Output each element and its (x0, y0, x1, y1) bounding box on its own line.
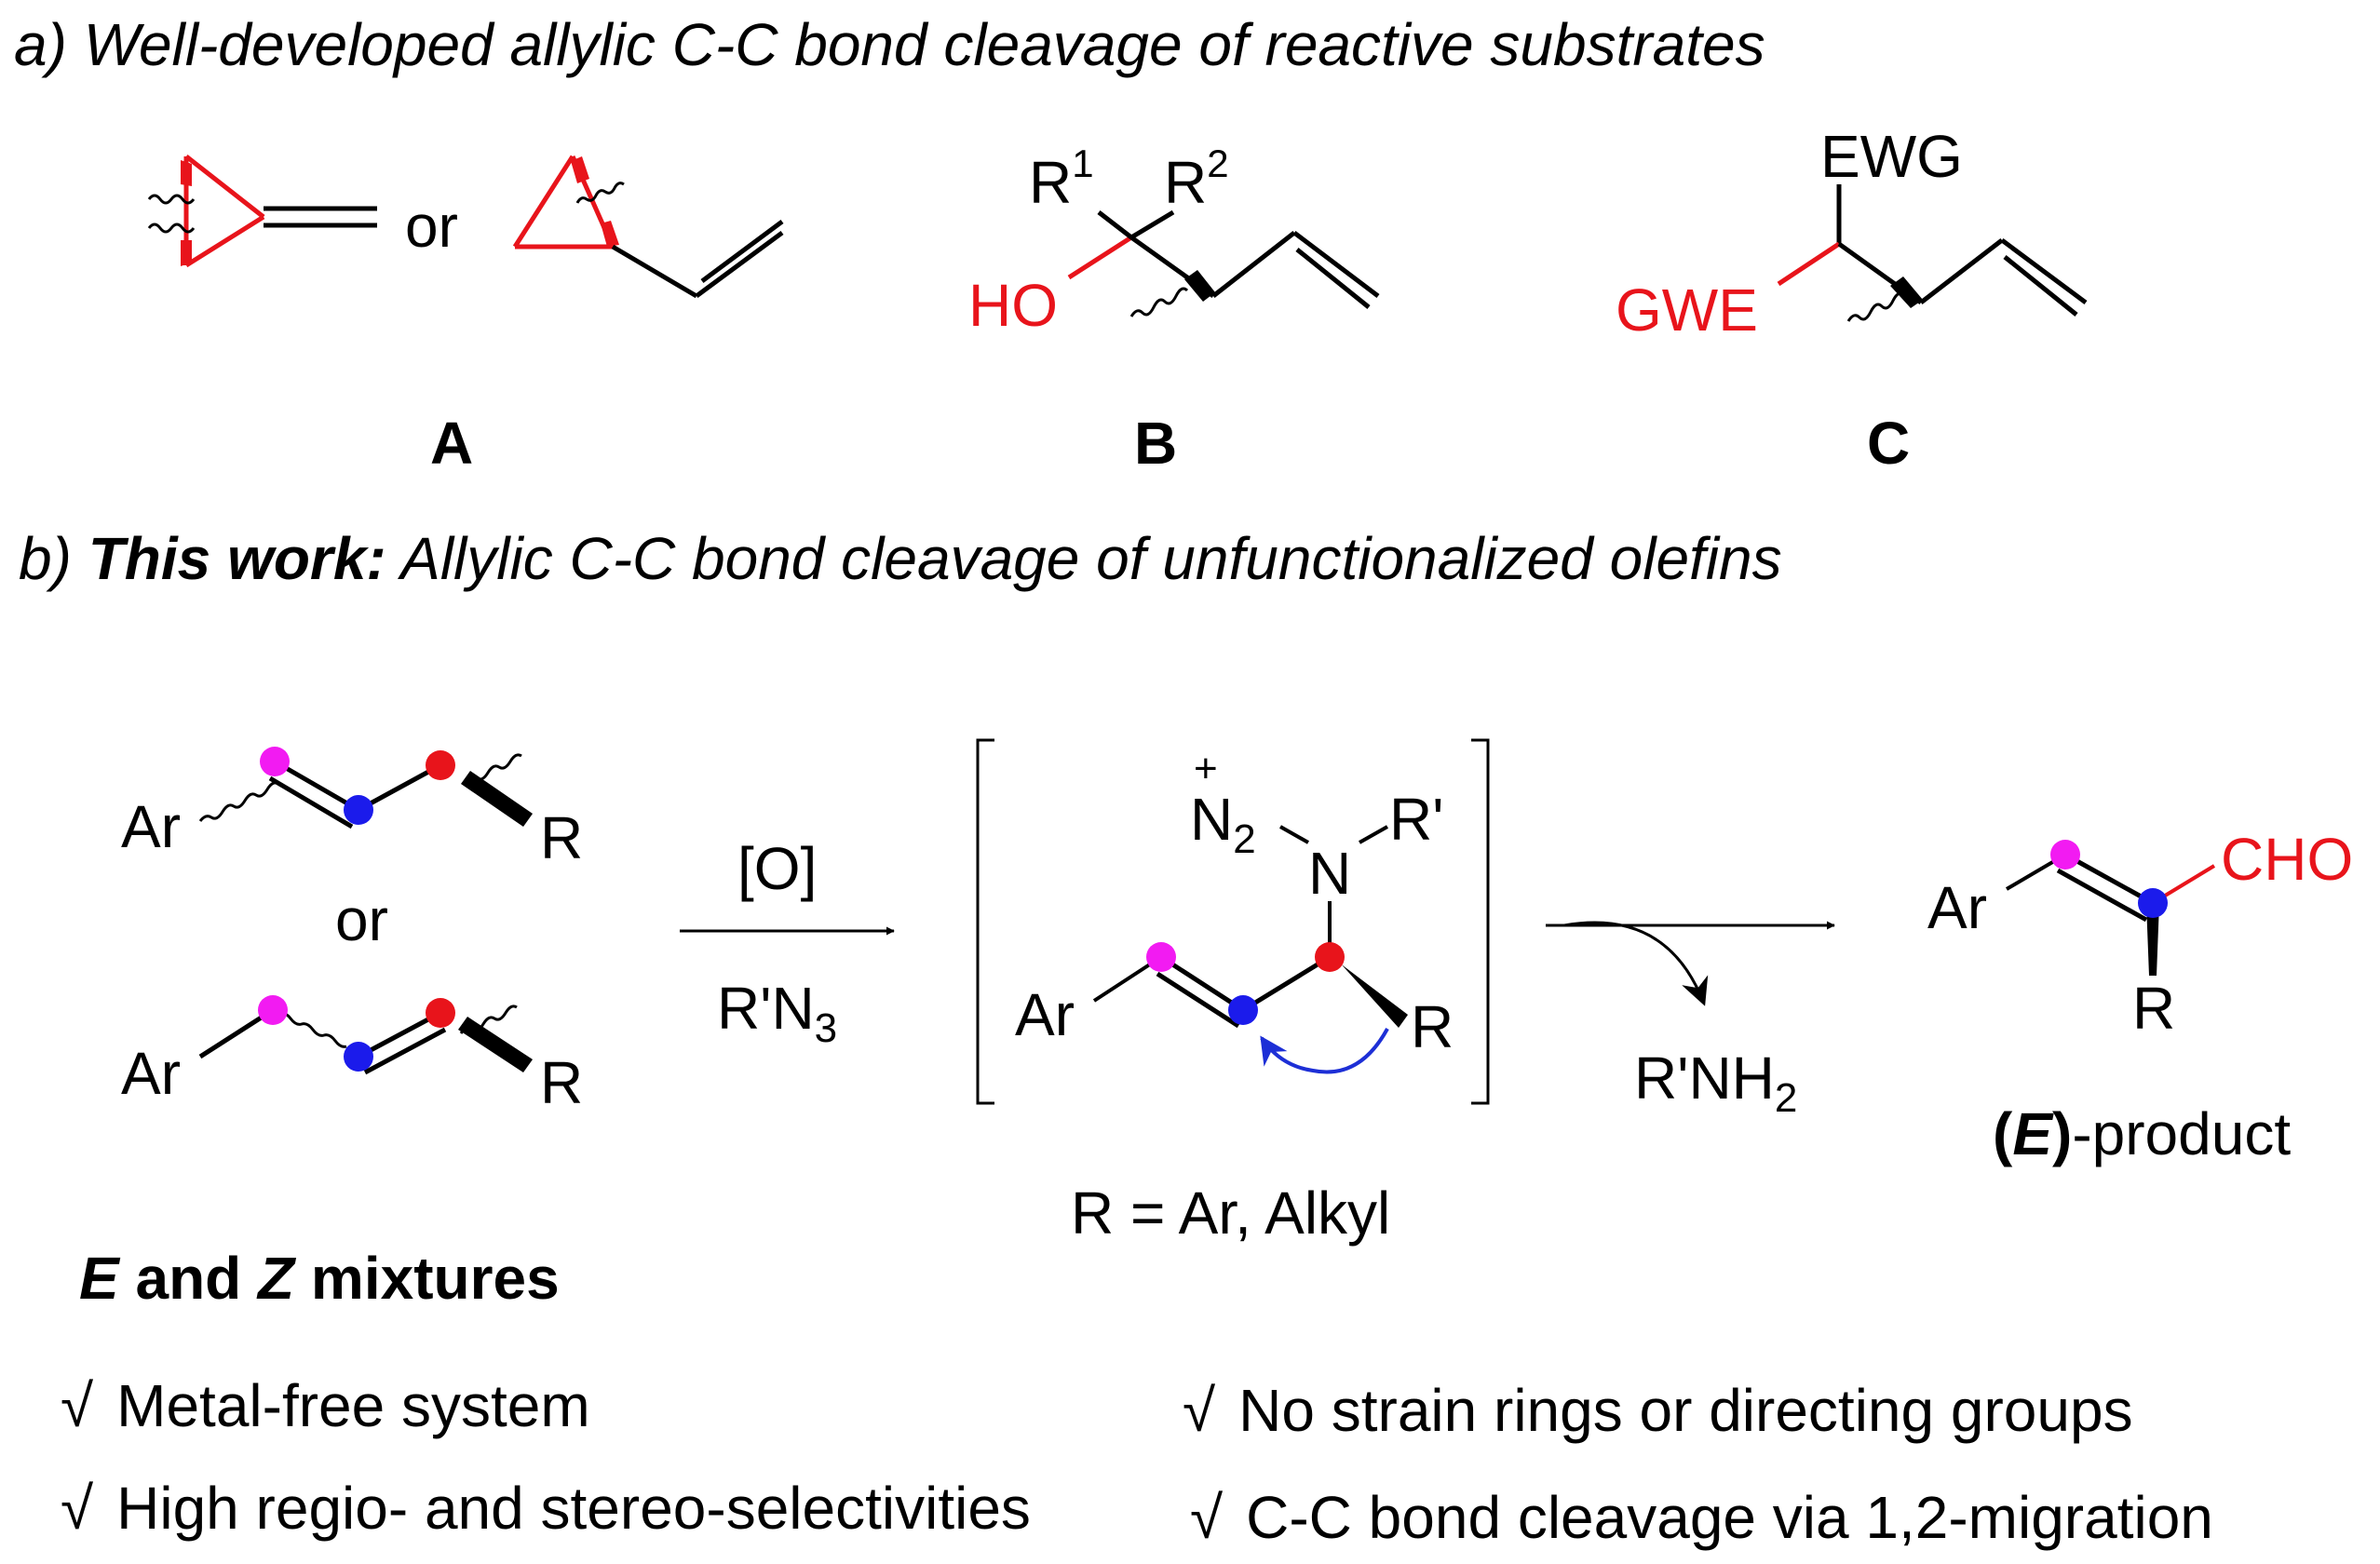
svg-text:R: R (540, 804, 583, 871)
svg-text:+: + (1194, 746, 1218, 791)
section-b-heading: b) This work: Allylic C-C bond cleavage … (19, 525, 1782, 592)
structure-b-homoallylic-alcohol: R1 R2 HO (968, 142, 1380, 339)
mixtures-heading: E and Z mixtures (79, 1245, 560, 1312)
svg-text:R'NH2: R'NH2 (1634, 1045, 1797, 1121)
check-icon: √ (61, 1372, 94, 1439)
svg-text:Ar: Ar (121, 793, 181, 860)
starting-olefin-top: Ar R (121, 747, 583, 871)
starting-olefin-bottom: Ar R (121, 995, 583, 1116)
svg-text:Ar: Ar (121, 1040, 181, 1107)
svg-text:HO: HO (968, 272, 1058, 339)
structure-a-vinylcyclopropane (512, 155, 784, 299)
check-icon: √ (1190, 1484, 1224, 1551)
label-b: B (1134, 410, 1177, 477)
section-a-heading: a) Well-developed allylic C-C bond cleav… (14, 11, 1765, 78)
svg-text:R': R' (1389, 786, 1443, 853)
svg-text:Ar: Ar (1927, 874, 1987, 941)
feature-item: √No strain rings or directing groups (1183, 1377, 2133, 1444)
reaction-arrow-2: R'NH2 (1546, 921, 1835, 1121)
svg-text:R1: R1 (1029, 142, 1094, 216)
label-a: A (430, 410, 473, 477)
or-text-b: or (335, 886, 388, 953)
check-icon: √ (61, 1475, 94, 1542)
structure-c-malonate: EWG GWE (1616, 123, 2088, 344)
product-enal: Ar CHO R (1927, 826, 2353, 1042)
r-definition: R = Ar, Alkyl (1071, 1180, 1390, 1247)
feature-list: √Metal-free system √High regio- and ster… (61, 1372, 2213, 1551)
svg-text:Ar: Ar (1015, 981, 1075, 1048)
svg-text:R2: R2 (1164, 142, 1229, 216)
svg-text:N2: N2 (1190, 786, 1256, 862)
svg-text:R: R (2132, 975, 2175, 1042)
svg-text:GWE: GWE (1616, 276, 1758, 344)
svg-text:R: R (1411, 993, 1454, 1060)
product-label: (E)-product (1993, 1100, 2291, 1167)
svg-text:R'N3: R'N3 (717, 975, 837, 1051)
feature-item: √C-C bond cleavage via 1,2-migration (1190, 1484, 2213, 1551)
reaction-arrow-1: [O] R'N3 (680, 835, 895, 1051)
label-c: C (1867, 410, 1910, 477)
or-text-a: or (405, 193, 458, 260)
migration-curved-arrow (1260, 1028, 1389, 1074)
svg-text:EWG: EWG (1820, 123, 1963, 190)
svg-text:[O]: [O] (737, 835, 817, 902)
feature-item: √Metal-free system (61, 1372, 590, 1439)
feature-item: √High regio- and stereo-selectivities (61, 1475, 1031, 1542)
intermediate-triazene: + N2 N R' Ar R (1015, 746, 1454, 1074)
structure-a-methylenecyclopropane (147, 155, 377, 268)
svg-text:R: R (540, 1049, 583, 1116)
svg-text:N: N (1308, 840, 1351, 907)
intermediate-bracket (976, 738, 1490, 1105)
check-icon: √ (1183, 1377, 1216, 1444)
svg-text:CHO: CHO (2221, 826, 2353, 893)
